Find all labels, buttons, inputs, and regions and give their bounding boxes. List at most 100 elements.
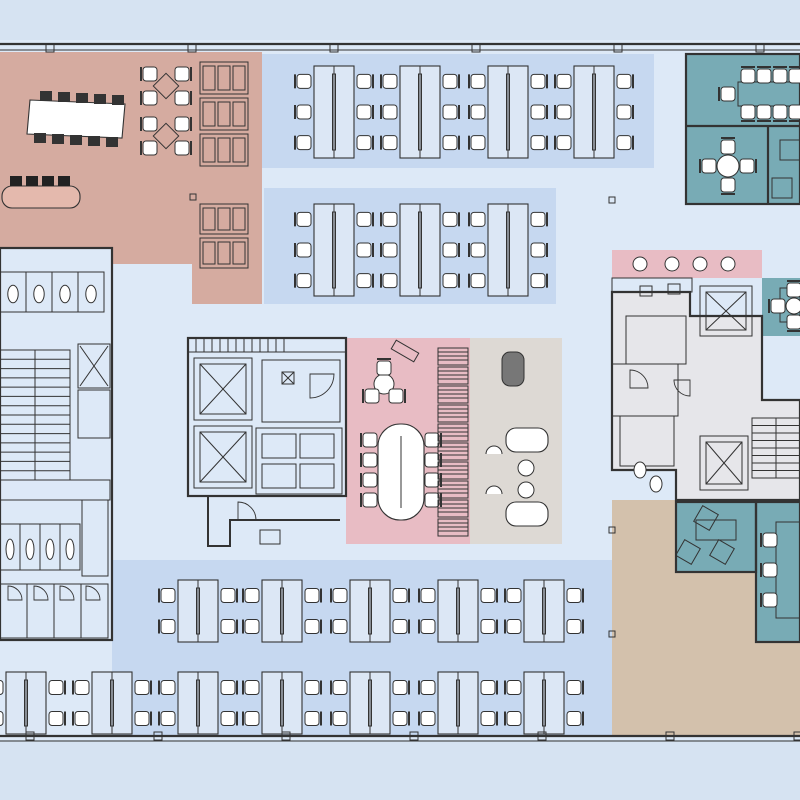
- chair-seat: [566, 711, 582, 726]
- service-room: [261, 359, 341, 423]
- column: [608, 196, 616, 204]
- chair-seat: [772, 68, 788, 84]
- conference-chair: [52, 134, 64, 144]
- booth-seat: [202, 207, 216, 231]
- round-table-set: [699, 137, 757, 195]
- conference-chair: [40, 91, 52, 101]
- chair-seat: [364, 388, 380, 404]
- chair: [699, 158, 717, 174]
- chair: [134, 680, 152, 695]
- chair: [174, 116, 192, 132]
- stool: [664, 256, 680, 272]
- square-table: [152, 122, 180, 150]
- chair-seat: [442, 135, 458, 151]
- conference-chair: [58, 92, 70, 102]
- chair-seat: [392, 680, 408, 695]
- chair: [392, 588, 410, 603]
- desk-cluster: [294, 65, 374, 159]
- chair-seat: [788, 68, 800, 84]
- lift-shaft: [699, 285, 753, 337]
- desk-screen: [542, 679, 546, 727]
- chair: [294, 135, 312, 151]
- chair-seat: [556, 135, 572, 151]
- chair-seat: [470, 242, 486, 258]
- chair: [158, 711, 176, 726]
- chair-seat: [424, 472, 440, 488]
- corridor: [0, 479, 111, 501]
- chair: [330, 588, 348, 603]
- lounge-furniture: [485, 351, 549, 527]
- chair: [418, 711, 436, 726]
- pantry: [611, 256, 736, 293]
- column: [608, 526, 616, 534]
- lift-cross: [705, 441, 743, 485]
- desk-screen: [456, 679, 460, 727]
- booth: [199, 237, 249, 269]
- door-swing: [237, 501, 257, 521]
- desk-screen: [456, 587, 460, 635]
- chair-seat: [388, 388, 404, 404]
- chair: [356, 273, 374, 289]
- chair-seat: [530, 104, 546, 120]
- desk-screen: [592, 73, 596, 151]
- chair: [158, 619, 176, 634]
- desk-cluster: [330, 671, 410, 735]
- chair-seat: [134, 711, 150, 726]
- lift-car: [193, 357, 253, 421]
- chair-seat: [420, 619, 436, 634]
- lift-cross: [705, 291, 747, 331]
- chair-seat: [362, 492, 378, 508]
- desk-cluster: [380, 203, 460, 297]
- chair-seat: [392, 711, 408, 726]
- chair: [330, 680, 348, 695]
- chair-seat: [332, 588, 348, 603]
- chair-seat: [566, 619, 582, 634]
- chair-seat: [382, 73, 398, 89]
- lift-shaft: [77, 343, 111, 389]
- desk-screen: [506, 211, 510, 289]
- chair-seat: [740, 104, 756, 120]
- chair-seat: [701, 158, 717, 174]
- meeting-room-east-lounge: [676, 502, 756, 572]
- stool: [632, 256, 648, 272]
- chair: [360, 472, 378, 488]
- desk-screen: [542, 587, 546, 635]
- square-table-set: [140, 116, 192, 156]
- chair: [48, 680, 66, 695]
- chair: [380, 242, 398, 258]
- booth-seat: [217, 101, 231, 127]
- chair: [418, 680, 436, 695]
- chair-seat: [762, 592, 778, 608]
- conference-table: [26, 99, 126, 139]
- chair-seat: [356, 104, 372, 120]
- chair: [468, 73, 486, 89]
- desk-cluster: [72, 671, 152, 735]
- booth: [199, 133, 249, 167]
- chair: [616, 104, 634, 120]
- chair-seat: [424, 492, 440, 508]
- chair-seat: [382, 211, 398, 227]
- chair-seat: [356, 273, 372, 289]
- chair: [356, 242, 374, 258]
- booth-seat: [232, 65, 246, 91]
- chair-seat: [0, 680, 4, 695]
- chair-seat: [556, 73, 572, 89]
- chair-seat: [74, 711, 90, 726]
- wc-cubicle: [77, 271, 105, 313]
- chair: [72, 680, 90, 695]
- mullion-column: [45, 43, 55, 53]
- chair: [294, 211, 312, 227]
- lift-shaft: [699, 435, 749, 491]
- door-swing: [629, 369, 649, 389]
- conference-chair: [70, 135, 82, 145]
- column: [281, 371, 295, 385]
- bar-stool: [58, 176, 70, 186]
- door-swing: [7, 585, 23, 601]
- wc-cubicle: [59, 523, 81, 571]
- lift-shaft: [193, 425, 253, 489]
- chair-seat: [720, 86, 736, 102]
- desk-screen: [418, 211, 422, 289]
- booth-frame: [199, 237, 249, 269]
- mullion-column: [329, 43, 339, 53]
